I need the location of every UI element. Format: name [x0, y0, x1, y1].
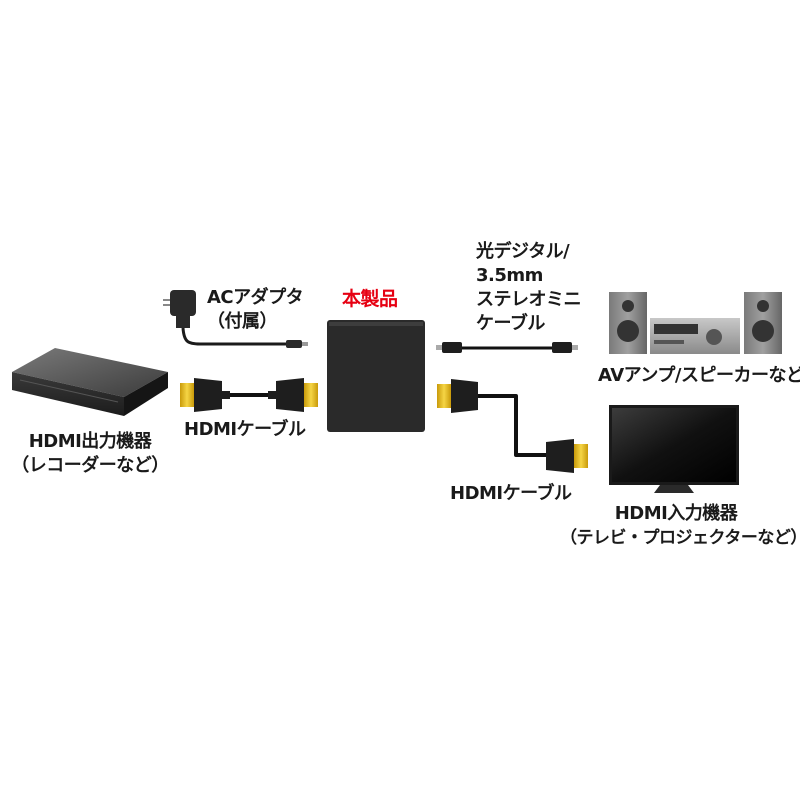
product-box: [327, 320, 425, 432]
optical-cable-label-line2: 3.5mm: [476, 265, 543, 286]
audio-device-label: AVアンプ/スピーカーなど: [598, 365, 800, 386]
hdmi-cable-left-label: HDMIケーブル: [184, 419, 306, 440]
source-device-label: HDMI出力機器 （レコーダーなど）: [8, 430, 172, 478]
hdmi-cable-left-illustration: [180, 378, 318, 412]
tv-display: [609, 405, 739, 493]
speaker-left: [609, 292, 647, 354]
display-device-label: HDMI入力機器 （テレビ・プロジェクターなど）: [560, 502, 800, 550]
optical-cable-label-line1: 光デジタル/: [476, 241, 570, 262]
recorder-front: [12, 372, 124, 416]
source-device-label-line1: HDMI出力機器: [28, 431, 152, 452]
ac-adapter-label-line2: （付属）: [207, 311, 278, 332]
display-device-label-line1: HDMI入力機器: [614, 503, 738, 524]
ac-adapter-label-line1: ACアダプタ: [207, 287, 304, 308]
amplifier: [650, 318, 740, 354]
optical-cable-illustration: [436, 342, 578, 353]
optical-cable-label-line3: ステレオミニ: [476, 289, 582, 310]
hdmi-cable-right-illustration: [437, 379, 588, 473]
product-label: 本製品: [342, 288, 398, 310]
recorder-device: [12, 348, 168, 416]
display-device-label-line2: （テレビ・プロジェクターなど）: [560, 528, 800, 548]
speaker-right: [744, 292, 782, 354]
recorder-side: [124, 372, 168, 416]
recorder-top: [12, 348, 168, 397]
optical-cable-label: 光デジタル/ 3.5mm ステレオミニ ケーブル: [476, 240, 582, 336]
hdmi-cable-right-label: HDMIケーブル: [450, 483, 572, 504]
ac-adapter: [163, 290, 308, 348]
optical-cable-label-line4: ケーブル: [476, 313, 545, 334]
ac-adapter-label: ACアダプタ （付属）: [207, 286, 304, 334]
source-device-label-line2: （レコーダーなど）: [11, 455, 169, 476]
av-system: [609, 292, 782, 354]
